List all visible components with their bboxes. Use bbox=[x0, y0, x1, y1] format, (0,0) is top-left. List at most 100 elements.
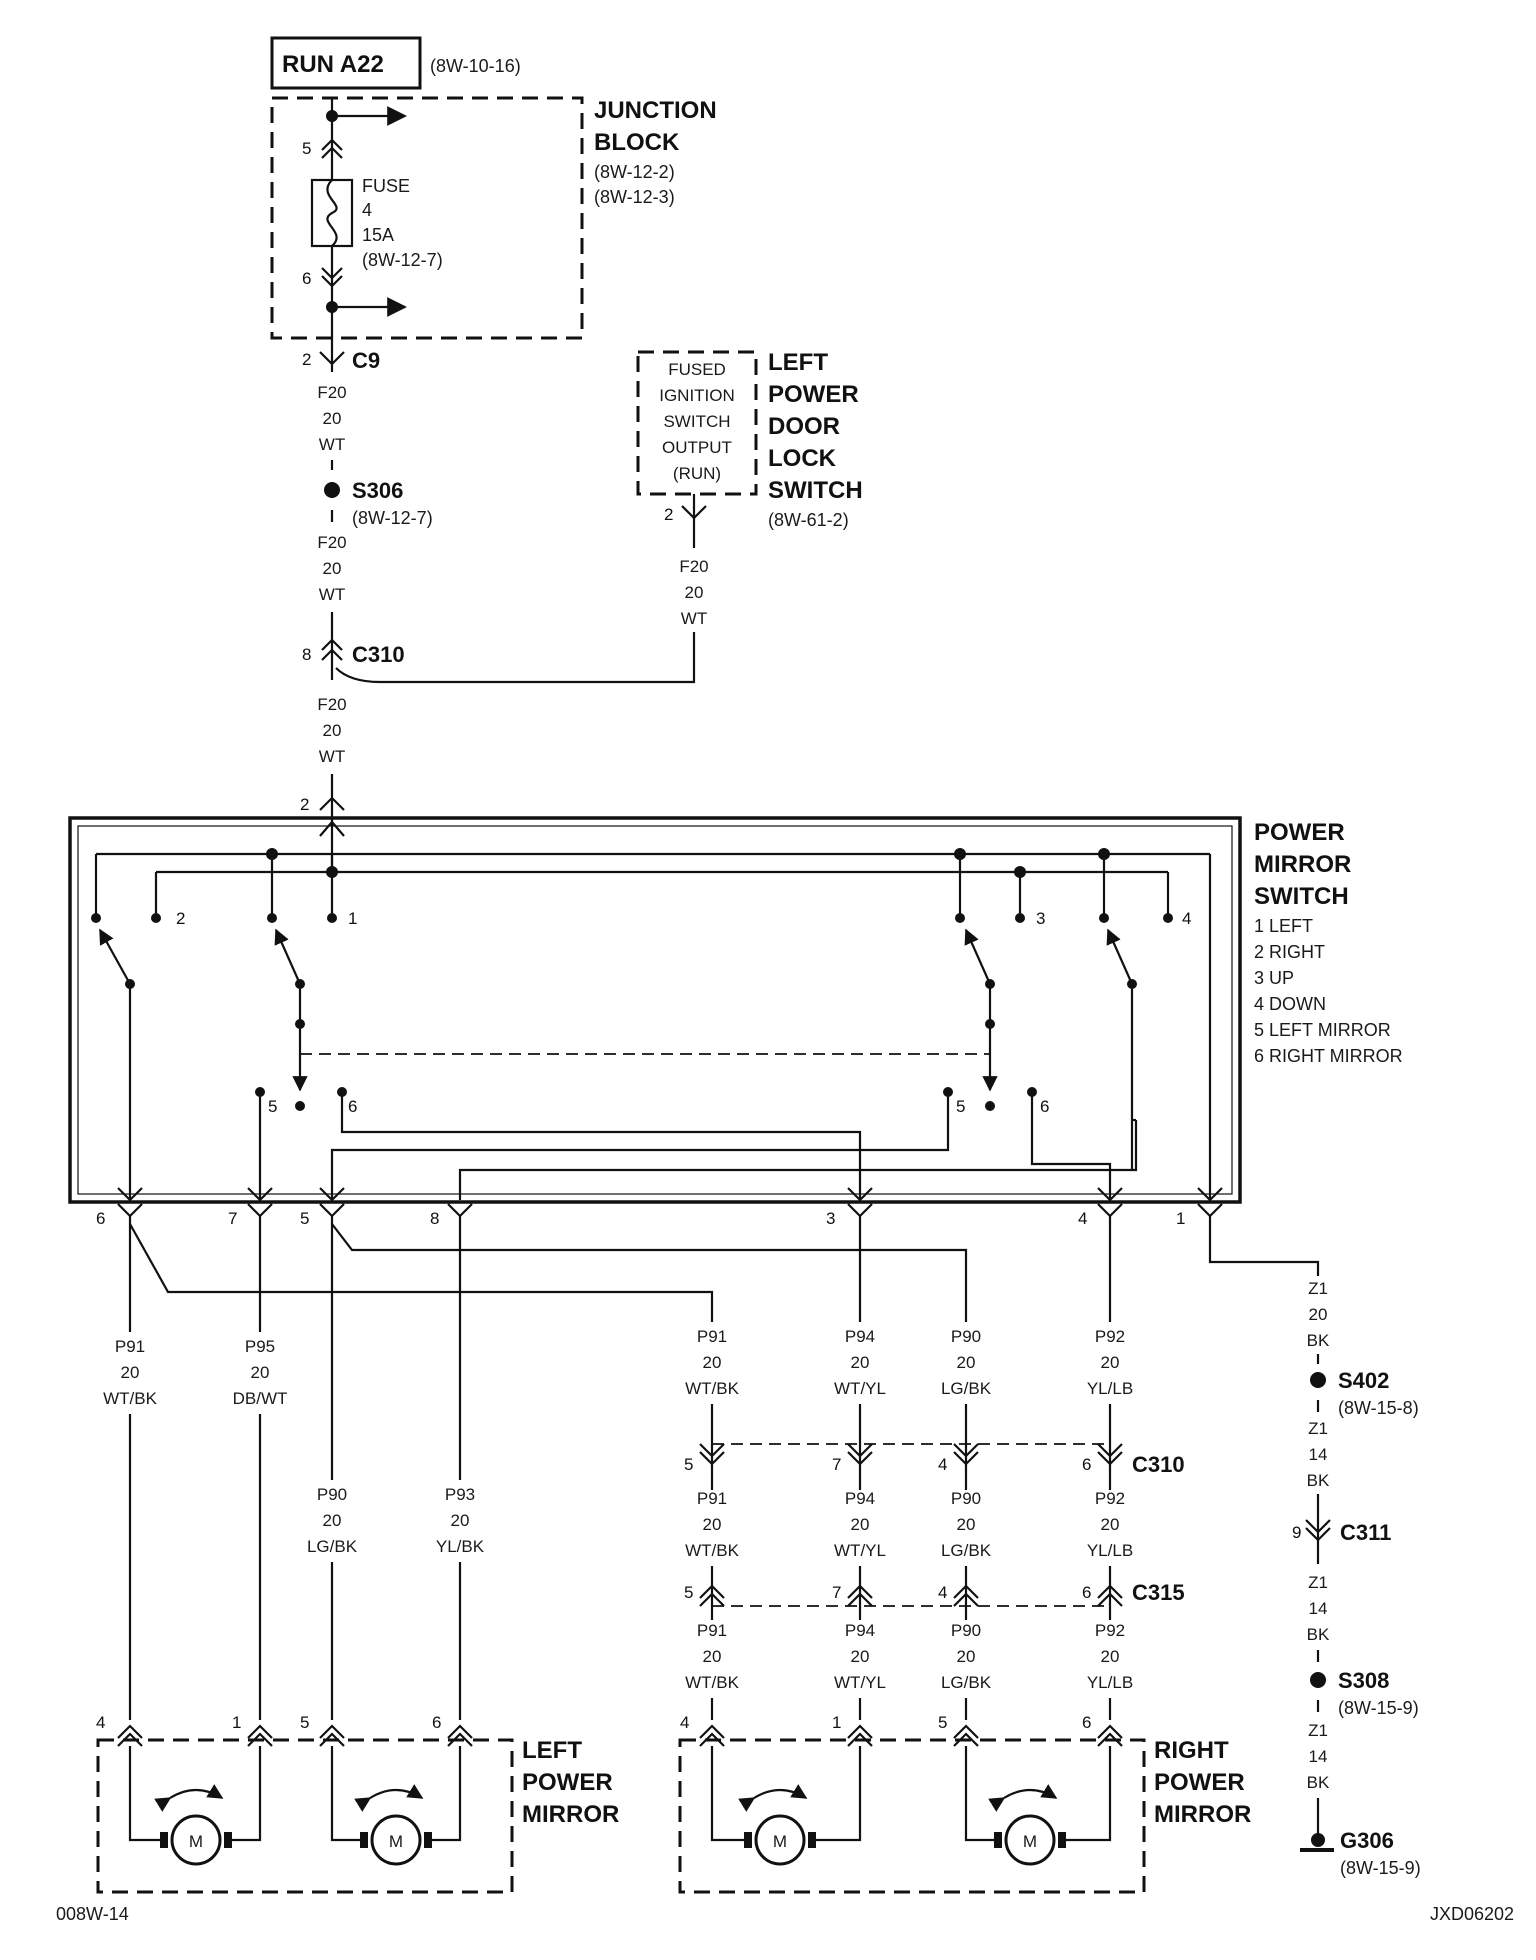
door-lock-inner-4: OUTPUT bbox=[662, 438, 732, 457]
c311-pin: 9 bbox=[1292, 1523, 1301, 1542]
wire-p91-1-color: WT/BK bbox=[685, 1379, 739, 1398]
wire-f20-2-color: WT bbox=[319, 585, 345, 604]
wire-f20-1-color: WT bbox=[319, 435, 345, 454]
left-mirror-pin-1: 1 bbox=[232, 1713, 241, 1732]
door-lock-title-3: DOOR bbox=[768, 413, 840, 440]
wire-p90-1-code: P90 bbox=[951, 1327, 981, 1346]
left-power-mirror: 4 1 5 6 M M LEFT POWER MIRROR bbox=[96, 1713, 619, 1894]
left-mirror-pin-4: 4 bbox=[96, 1713, 105, 1732]
wire-p92-1-code: P92 bbox=[1095, 1327, 1125, 1346]
c315-label: C315 bbox=[1132, 1580, 1185, 1605]
door-lock-inner-3: SWITCH bbox=[663, 412, 730, 431]
wire-p93-color: YL/BK bbox=[436, 1537, 485, 1556]
mirror-switch-outputs: 6 7 5 8 3 4 1 bbox=[96, 1187, 1223, 1228]
wire-p90-3-color: LG/BK bbox=[941, 1673, 992, 1692]
door-lock-pin: 2 bbox=[664, 505, 673, 524]
wire-p91-1-code: P91 bbox=[697, 1327, 727, 1346]
run-a22-source: RUN A22 (8W-10-16) bbox=[270, 36, 521, 90]
wire-z1-14-2-color: BK bbox=[1307, 1625, 1330, 1644]
left-motor-1-direction-icon bbox=[154, 1784, 224, 1812]
junction-title-2: BLOCK bbox=[594, 129, 680, 156]
wire-p95-gauge: 20 bbox=[251, 1363, 270, 1382]
wire-p94-3-color: WT/YL bbox=[834, 1673, 886, 1692]
fuse-label: FUSE bbox=[362, 176, 410, 196]
wire-p90-left-color: LG/BK bbox=[307, 1537, 358, 1556]
c310-top-pin: 8 bbox=[302, 645, 311, 664]
wire-p90-2-gauge: 20 bbox=[957, 1515, 976, 1534]
switch-contact-6-left: 6 bbox=[348, 1097, 357, 1116]
power-mirror-switch: 2 1 3 4 5 6 5 6 bbox=[68, 816, 1403, 1204]
out-pin-8: 8 bbox=[430, 1209, 439, 1228]
wire-p90-2-code: P90 bbox=[951, 1489, 981, 1508]
footer-left-code: 008W-14 bbox=[56, 1904, 129, 1924]
switch-contact-5-right: 5 bbox=[956, 1097, 965, 1116]
wire-z1-14-2-code: Z1 bbox=[1308, 1573, 1328, 1592]
wire-z1-14-1-code: Z1 bbox=[1308, 1419, 1328, 1438]
wire-p94-2-gauge: 20 bbox=[851, 1515, 870, 1534]
wire-f20-2-gauge: 20 bbox=[323, 559, 342, 578]
wire-z1-20-gauge: 20 bbox=[1309, 1305, 1328, 1324]
left-motor-1-label: M bbox=[189, 1832, 203, 1851]
legend-right: 2 RIGHT bbox=[1254, 942, 1325, 962]
junction-pin-5: 5 bbox=[302, 139, 311, 158]
wire-p92-3-color: YL/LB bbox=[1087, 1673, 1133, 1692]
run-box-ref: (8W-10-16) bbox=[430, 56, 521, 76]
wire-p91-3-color: WT/BK bbox=[685, 1673, 739, 1692]
switch-contact-2: 2 bbox=[176, 909, 185, 928]
left-mirror-pin-6: 6 bbox=[432, 1713, 441, 1732]
right-mirror-pin-4: 4 bbox=[680, 1713, 689, 1732]
wire-p91-left-gauge: 20 bbox=[121, 1363, 140, 1382]
g306-label: G306 bbox=[1340, 1828, 1394, 1853]
wire-p94-1-code: P94 bbox=[845, 1327, 875, 1346]
wire-f20-2-code: F20 bbox=[317, 533, 346, 552]
fuse-number: 4 bbox=[362, 200, 372, 220]
right-motor-2-label: M bbox=[1023, 1832, 1037, 1851]
legend-up: 3 UP bbox=[1254, 968, 1294, 988]
wire-p92-2-color: YL/LB bbox=[1087, 1541, 1133, 1560]
wire-f20-4-code: F20 bbox=[317, 695, 346, 714]
legend-right-mirror: 6 RIGHT MIRROR bbox=[1254, 1046, 1403, 1066]
wire-p91-left-color: WT/BK bbox=[103, 1389, 157, 1408]
c315-pin-4: 4 bbox=[938, 1583, 947, 1602]
c310-bottom-pin-6: 6 bbox=[1082, 1455, 1091, 1474]
c315-pin-5: 5 bbox=[684, 1583, 693, 1602]
fuse-ref: (8W-12-7) bbox=[362, 250, 443, 270]
s306-splice: S306 (8W-12-7) bbox=[324, 478, 433, 528]
wire-f20-3-gauge: 20 bbox=[685, 583, 704, 602]
right-mirror-motor-1 bbox=[754, 1814, 806, 1866]
s402-label: S402 bbox=[1338, 1368, 1389, 1393]
c310-bottom-connector: 5 7 4 6 C310 bbox=[684, 1443, 1185, 1477]
c310-top-connector: 8 C310 bbox=[302, 612, 405, 680]
c310-bottom-pin-7: 7 bbox=[832, 1455, 841, 1474]
c310-bottom-pin-5: 5 bbox=[684, 1455, 693, 1474]
wire-f20-4-gauge: 20 bbox=[323, 721, 342, 740]
wire-p95-code: P95 bbox=[245, 1337, 275, 1356]
left-power-door-lock-switch: FUSED IGNITION SWITCH OUTPUT (RUN) LEFT … bbox=[636, 349, 863, 548]
wire-p92-2-code: P92 bbox=[1095, 1489, 1125, 1508]
out-pin-6: 6 bbox=[96, 1209, 105, 1228]
wire-z1-14-3-code: Z1 bbox=[1308, 1721, 1328, 1740]
right-mirror-pin-5: 5 bbox=[938, 1713, 947, 1732]
switch-contact-4: 4 bbox=[1182, 909, 1191, 928]
out-pin-3: 3 bbox=[826, 1209, 835, 1228]
door-lock-inner-1: FUSED bbox=[668, 360, 726, 379]
left-motor-2-label: M bbox=[389, 1832, 403, 1851]
door-lock-inner-5: (RUN) bbox=[673, 464, 721, 483]
switch-contact-3: 3 bbox=[1036, 909, 1045, 928]
wire-p90-3-gauge: 20 bbox=[957, 1647, 976, 1666]
door-lock-ref: (8W-61-2) bbox=[768, 510, 849, 530]
junction-ref-2: (8W-12-3) bbox=[594, 187, 675, 207]
door-lock-title-2: POWER bbox=[768, 381, 859, 408]
wire-f20-1-code: F20 bbox=[317, 383, 346, 402]
wire-z1-14-2-gauge: 14 bbox=[1309, 1599, 1328, 1618]
out-pin-1: 1 bbox=[1176, 1209, 1185, 1228]
footer-right-code: JXD06202 bbox=[1430, 1904, 1514, 1924]
s308-label: S308 bbox=[1338, 1668, 1389, 1693]
s306-label: S306 bbox=[352, 478, 403, 503]
right-power-mirror: 4 1 5 6 M M RIGHT POWER MIRROR bbox=[678, 1713, 1251, 1894]
wire-p92-3-gauge: 20 bbox=[1101, 1647, 1120, 1666]
wire-f20-3-color: WT bbox=[681, 609, 707, 628]
wire-p91-3-code: P91 bbox=[697, 1621, 727, 1640]
c311-label: C311 bbox=[1340, 1520, 1391, 1545]
